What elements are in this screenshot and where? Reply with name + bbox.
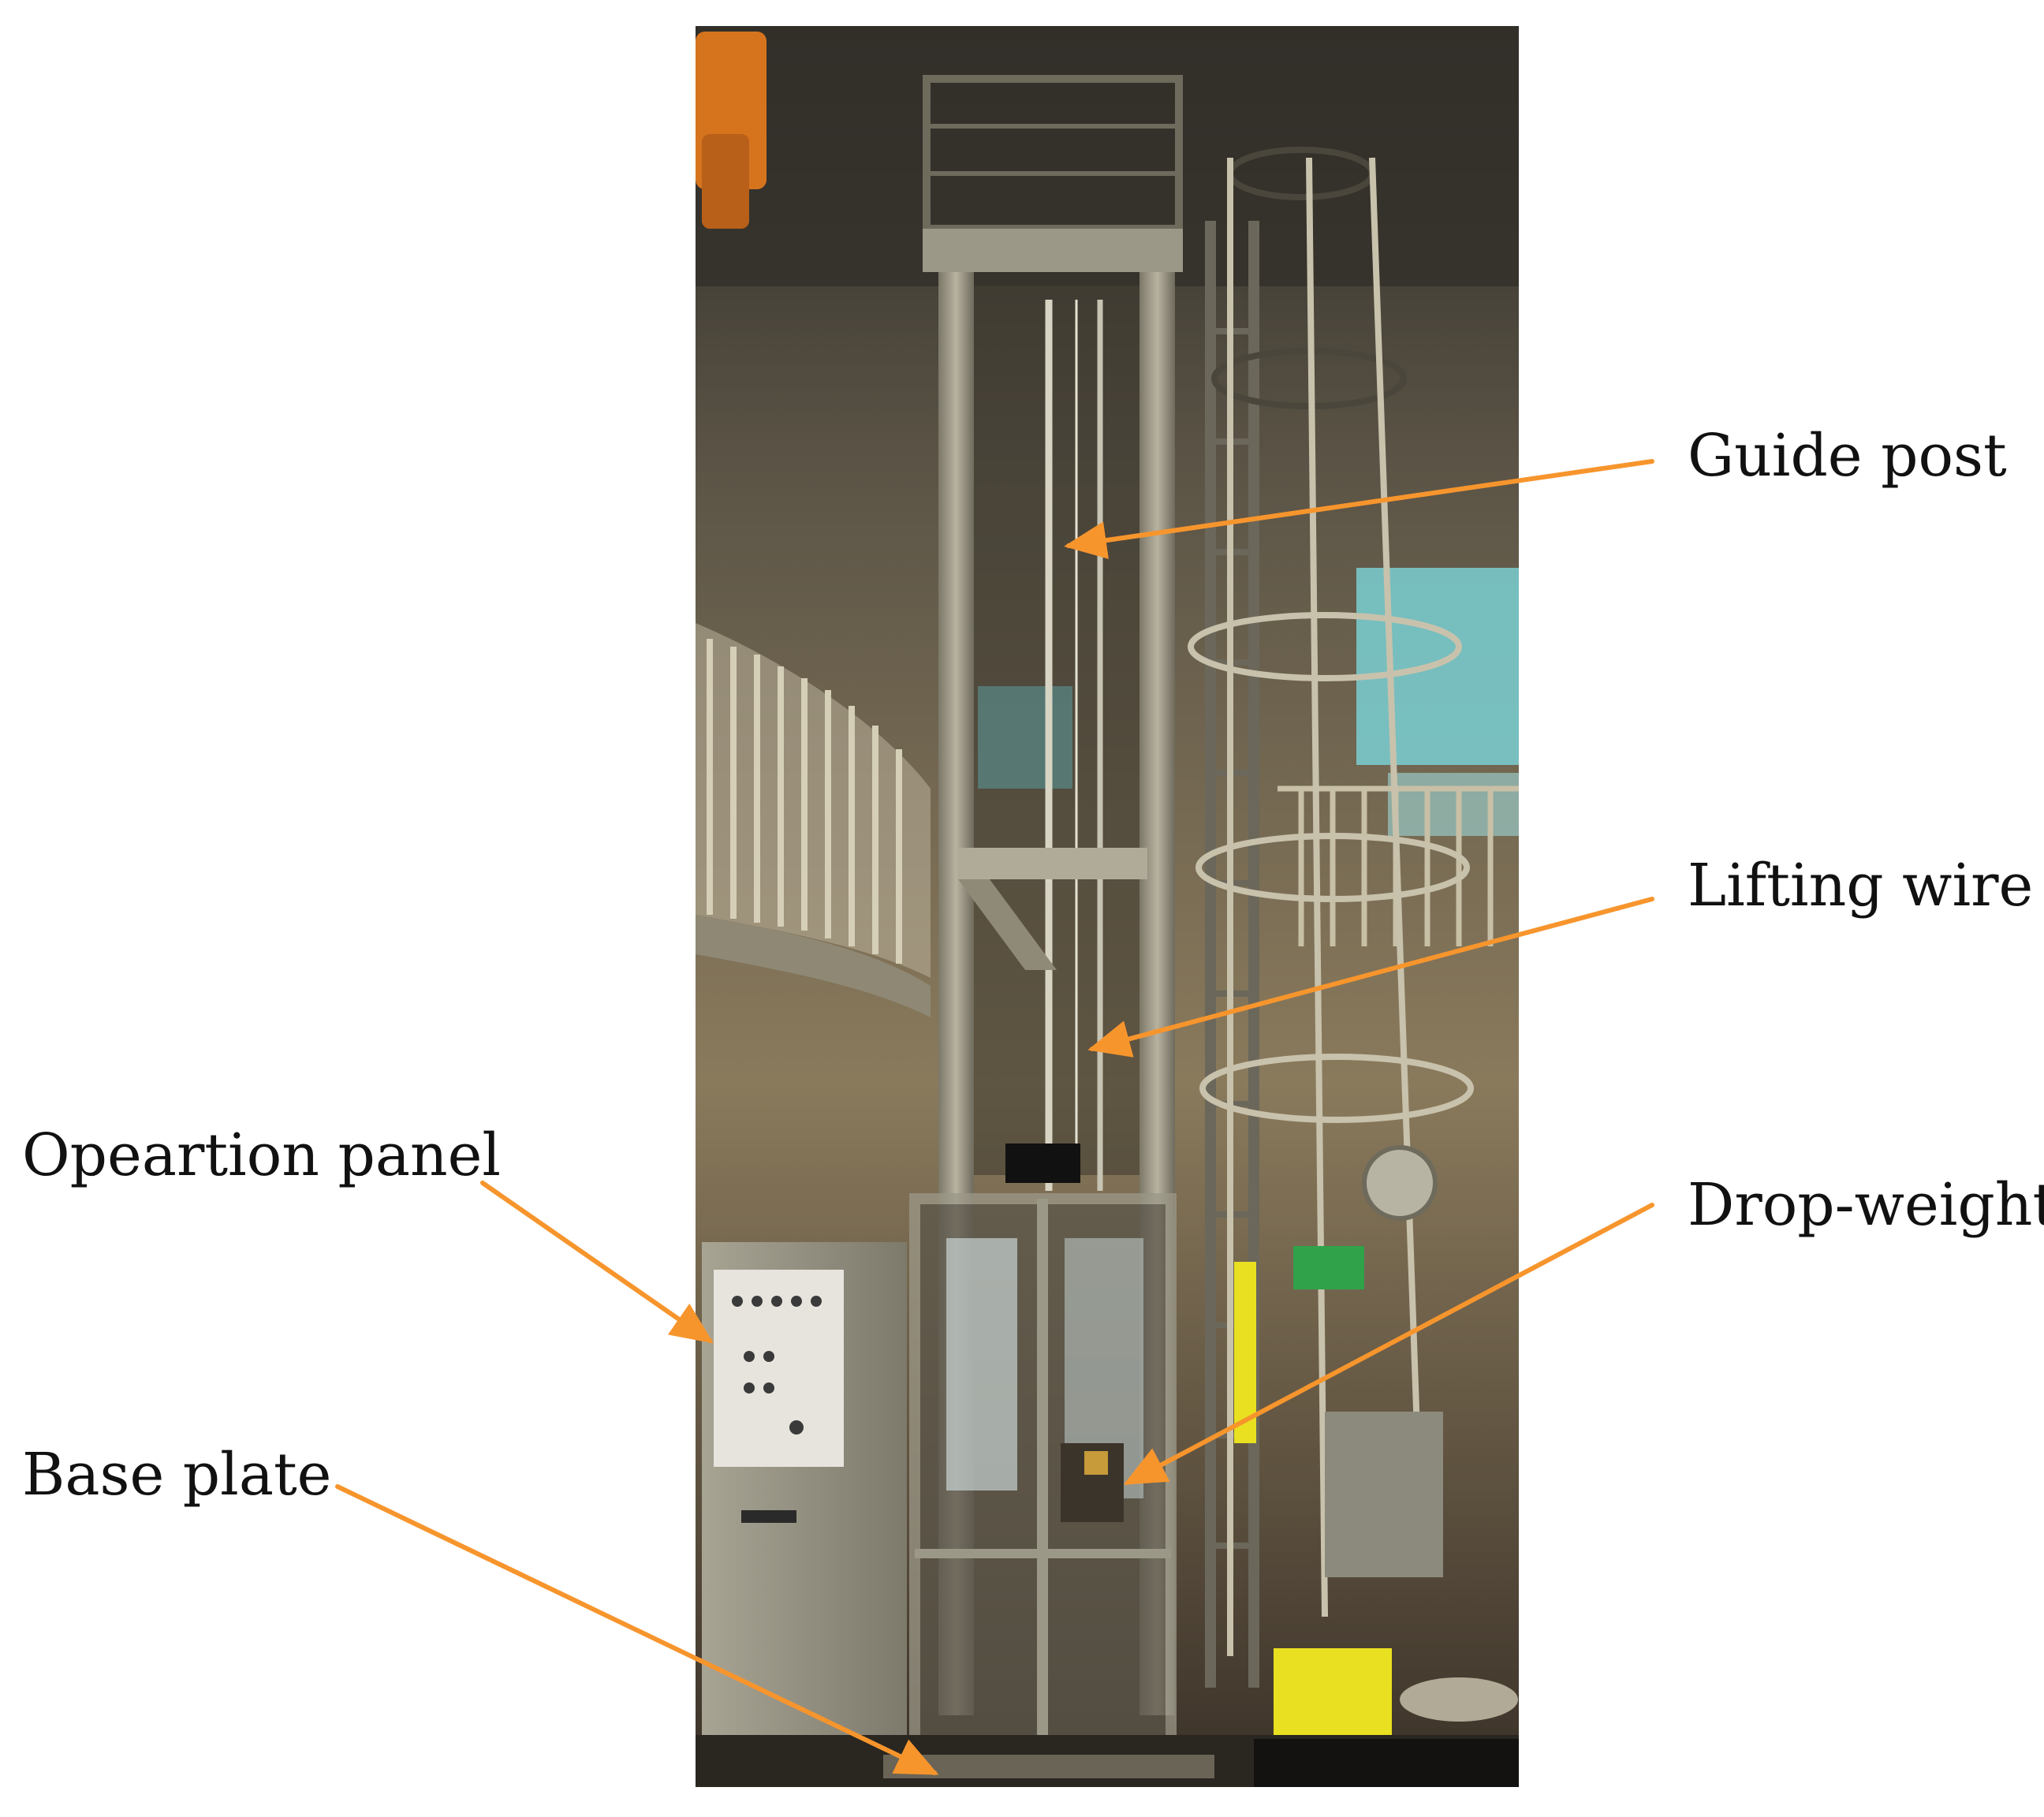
- yellow-bin: [1274, 1648, 1392, 1735]
- floor-mat: [1254, 1739, 1519, 1787]
- drop-weight-arrow: [1123, 1203, 1654, 1485]
- lifting-wire-label: Lifting wire: [1688, 852, 2033, 920]
- warning-sign: [1005, 1144, 1080, 1183]
- operation-panel-switches: [732, 1296, 822, 1435]
- window-right-low: [1388, 773, 1519, 836]
- yellow-strap: [1234, 1262, 1256, 1443]
- guide-post-label: Guide post: [1688, 422, 2007, 490]
- balcony-edge: [696, 915, 931, 1017]
- electrical-box: [1325, 1412, 1443, 1577]
- label-group: Guide post Lifting wire Drop-weight Opea…: [22, 422, 2044, 1509]
- base-plate-label: Base plate: [22, 1441, 331, 1509]
- fan: [1362, 1145, 1438, 1221]
- base-plate: [883, 1755, 1214, 1778]
- drop-weight-label: Drop-weight: [1688, 1171, 2044, 1239]
- light-fixture: [1400, 1677, 1518, 1722]
- tower-top-beam: [923, 229, 1183, 272]
- photo-drop-weight-tower: [696, 26, 1519, 1787]
- enclosure-window-left: [946, 1238, 1017, 1491]
- arrow-group: [335, 459, 1654, 1775]
- base-plate-arrow: [335, 1484, 939, 1775]
- ladder-cage: [1188, 147, 1474, 1656]
- guide-post-arrow: [1064, 459, 1654, 559]
- lifting-wire-arrow: [1087, 897, 1654, 1058]
- balcony-balusters: [707, 639, 902, 964]
- hoist-block-lower: [702, 134, 749, 229]
- tower-crossbeam: [958, 848, 1147, 879]
- operation-panel-arrow: [480, 1181, 714, 1344]
- green-bins: [1293, 1246, 1364, 1289]
- operation-panel-label: Opeartion panel: [22, 1121, 501, 1189]
